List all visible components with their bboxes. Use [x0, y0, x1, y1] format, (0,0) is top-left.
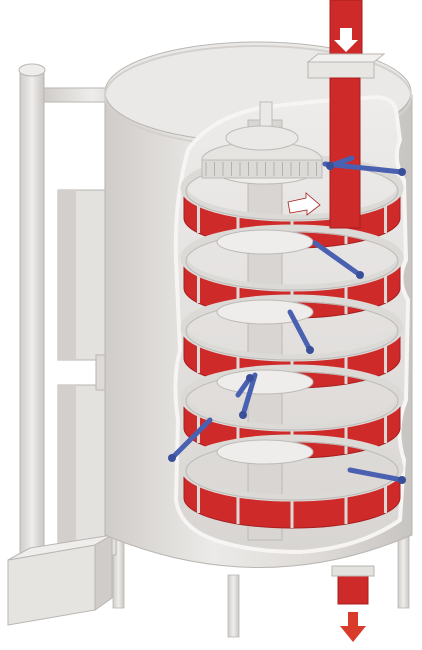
support-rod-end	[306, 346, 314, 354]
support-rod-end	[168, 454, 176, 462]
drum-ring	[217, 440, 313, 464]
pipe-top-cap	[19, 64, 45, 76]
drum-ring	[217, 370, 313, 394]
outlet-arrow-icon	[340, 612, 366, 642]
support-rod-end	[239, 411, 247, 419]
outlet-collar	[332, 566, 374, 576]
support-rod-end	[246, 374, 254, 382]
infeed-collar-top	[308, 54, 384, 62]
drum-ring	[217, 230, 313, 254]
base-box-side	[95, 535, 112, 610]
gear-band	[202, 160, 322, 178]
leg-right	[398, 530, 409, 608]
support-rod-end	[326, 162, 334, 170]
infeed-drop	[330, 78, 360, 228]
support-rod-end	[398, 168, 406, 176]
outlet-chute	[332, 566, 374, 642]
gear-hub	[226, 126, 298, 150]
duct-lower-face	[58, 385, 76, 555]
support-rod-end	[398, 476, 406, 484]
leg-center	[228, 575, 239, 637]
shaft-top-post	[260, 102, 272, 128]
infeed-collar	[308, 62, 374, 78]
support-rod-end	[356, 271, 364, 279]
duct-upper-face	[58, 190, 76, 360]
drum-ring	[217, 300, 313, 324]
vertical-pipe	[20, 70, 44, 570]
